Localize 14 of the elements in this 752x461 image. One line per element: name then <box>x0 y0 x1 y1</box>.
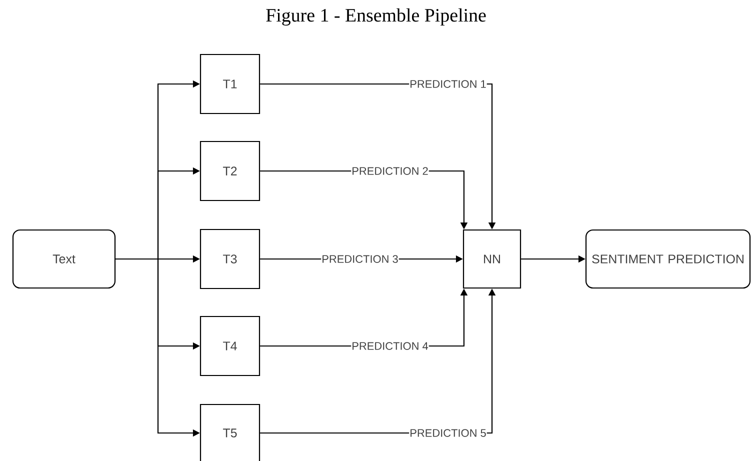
title: Figure 1 - Ensemble Pipeline <box>266 8 486 26</box>
process-box: T3 <box>200 228 260 290</box>
edge-label: PREDICTION 5 <box>409 428 487 438</box>
process-box: NN <box>462 229 522 289</box>
edge-label: PREDICTION 2 <box>351 166 429 176</box>
process-box: T5 <box>200 404 260 461</box>
rounded-box: Text <box>12 229 116 289</box>
edge-label: PREDICTION 1 <box>409 80 487 88</box>
process-box: T2 <box>200 140 260 202</box>
rounded-box: SENTIMENT PREDICTION <box>585 229 751 289</box>
edge-label: PREDICTION 3 <box>321 254 399 264</box>
edge-label: PREDICTION 4 <box>351 342 429 350</box>
process-box: T1 <box>200 54 260 114</box>
process-box: T4 <box>200 316 260 376</box>
